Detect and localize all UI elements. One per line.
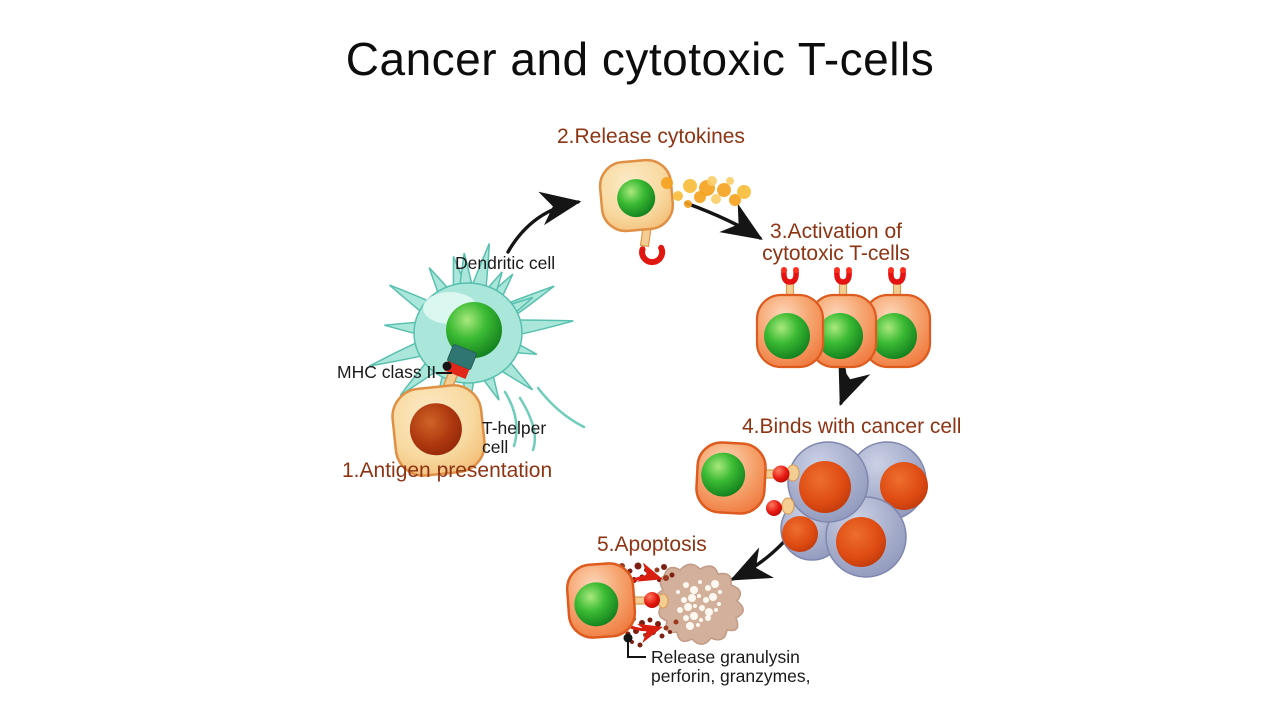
cancer-cell-cluster (780, 441, 928, 578)
step2-t-helper-cell (598, 158, 675, 266)
cytotoxic-t-cell (755, 267, 825, 369)
step3-label-line1: 3.Activation of (770, 220, 902, 243)
step4-receptor-ball-lower (766, 500, 782, 516)
granule-pointer-dot (623, 633, 633, 643)
step4-label: 4.Binds with cancer cell (742, 415, 962, 438)
granule-pointer-line (627, 642, 646, 658)
dendritic-wisps (503, 386, 586, 452)
diagram-title: Cancer and cytotoxic T-cells (345, 33, 935, 85)
step2-label: 2.Release cytokines (557, 125, 745, 148)
step2-nucleus (617, 179, 656, 218)
step1-label: 1.Antigen presentation (342, 459, 553, 482)
binding-nub-lower (781, 497, 795, 515)
mhc-antigen-dot (442, 361, 452, 371)
step5-receptor-ball (644, 592, 660, 608)
mhc-class-ii-label: MHC class II (337, 362, 437, 382)
dendritic-cell (369, 243, 586, 452)
apoptotic-white-dots (676, 580, 722, 630)
step4-binding (695, 441, 928, 578)
step5-label: 5.Apoptosis (597, 533, 707, 556)
cytokine-dots (661, 176, 751, 208)
dendritic-cell-label: Dendritic cell (455, 253, 556, 273)
step3-label-line2: cytotoxic T-cells (762, 242, 910, 265)
step5-t-cell (565, 562, 637, 639)
t-helper-label: T-helper cell (482, 418, 547, 457)
t-helper-cell (391, 384, 486, 477)
release-granules-label: Release granulysin perforin, granzymes, (651, 647, 811, 686)
step5-apoptosis (565, 562, 744, 658)
arrow-step1-to-step2 (506, 191, 582, 254)
step4-t-cell (695, 441, 767, 515)
cytotoxic-t-cells (755, 267, 932, 369)
arrow-step2-to-step3 (684, 201, 763, 240)
apoptotic-cancer-cell (656, 563, 744, 645)
t-helper-nucleus (409, 403, 462, 456)
step4-receptor-ball-upper (772, 465, 790, 483)
step3-label: 3.Activation of cytotoxic T-cells (752, 221, 920, 265)
cytotoxic-t-cell (808, 267, 878, 369)
dendritic-nucleus (446, 302, 502, 358)
step2-receptor-hook (639, 244, 666, 266)
cytotoxic-t-cell (862, 267, 932, 369)
